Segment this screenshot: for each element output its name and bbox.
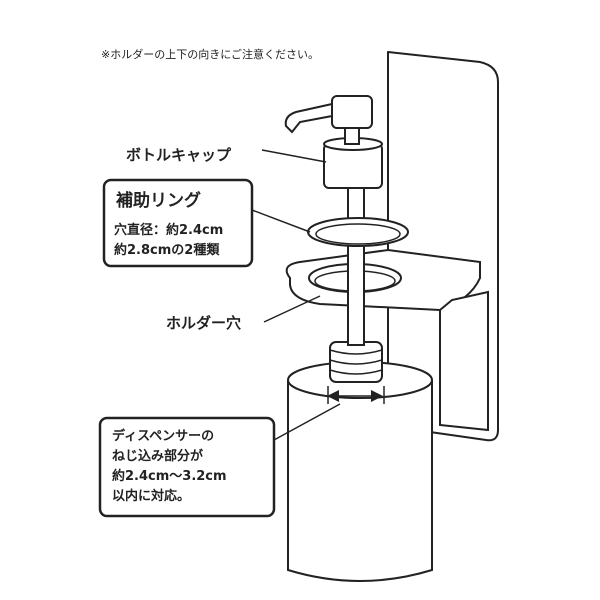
- dispenser-line1: ディスペンサーの: [112, 428, 214, 444]
- dispenser-line4: 以内に対応。: [112, 488, 190, 504]
- orientation-note: ※ホルダーの上下の向きにご注意ください。: [101, 47, 319, 61]
- dispenser-line3: 約2.4cm〜3.2cm: [112, 468, 227, 484]
- holder-hole-leader: [263, 295, 321, 323]
- auxiliary-ring-title: 補助リング: [115, 190, 201, 211]
- holder-hole-label: ホルダー穴: [166, 314, 241, 332]
- auxiliary-ring-line2: 約2.8cmの2種類: [114, 242, 220, 258]
- pump-assembly: [284, 95, 409, 346]
- dispenser-bottle: [287, 341, 433, 582]
- bottle-cap-label: ボトルキャップ: [126, 146, 232, 164]
- auxiliary-ring-leader: [251, 209, 311, 233]
- dispenser-callout: ディスペンサーの ねじ込み部分が 約2.4cm〜3.2cm 以内に対応。: [98, 416, 276, 518]
- auxiliary-ring-callout: 補助リング 穴直径：約2.4cm 約2.8cmの2種類: [102, 178, 254, 268]
- dispenser-leader: [273, 403, 341, 441]
- holder-shelf: [285, 248, 489, 432]
- bottle-cap-leader: [261, 149, 327, 163]
- auxiliary-ring-line1: 穴直径：約2.4cm: [114, 222, 223, 238]
- dispenser-line2: ねじ込み部分が: [112, 448, 203, 464]
